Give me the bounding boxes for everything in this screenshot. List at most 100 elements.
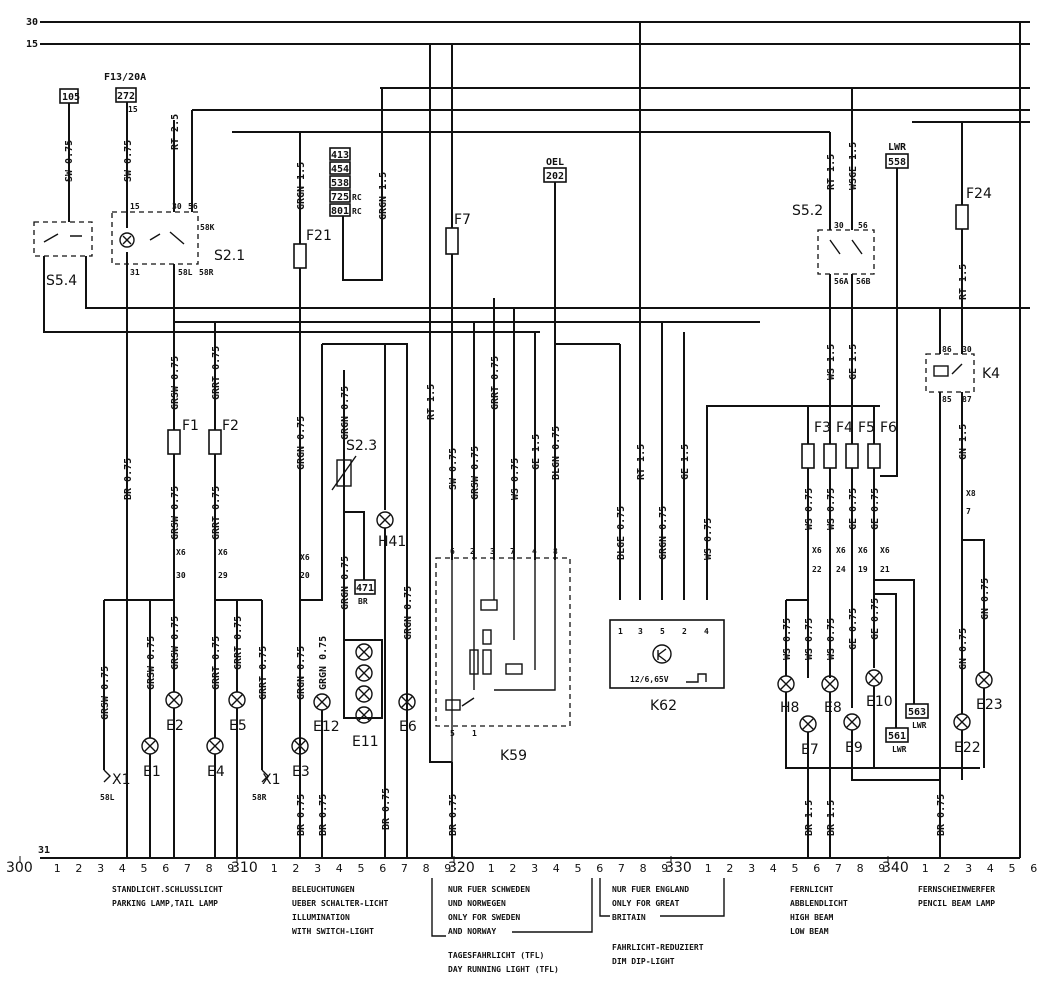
conn-22: 22 xyxy=(812,565,822,574)
wl-grsw075-d: GRSW 0.75 xyxy=(146,636,157,690)
wl-blgn075-a: BLGN 0.75 xyxy=(551,426,562,480)
lamp-e2 xyxy=(165,691,183,709)
scale-digit: 5 xyxy=(1009,862,1016,875)
k4-pin-87: 87 xyxy=(962,395,972,404)
wl-br075-e: BR 0.75 xyxy=(448,794,459,836)
fuse-f7 xyxy=(445,227,459,255)
lamp-e8-label: E8 xyxy=(824,700,842,716)
conn-30: 30 xyxy=(176,571,186,580)
scale-digit: 8 xyxy=(206,862,213,875)
conn-20: 20 xyxy=(300,571,310,580)
wl-ws075-c: WS 0.75 xyxy=(804,488,815,530)
svg-text:7: 7 xyxy=(510,547,515,556)
wl-ge15-c: GE 1.5 xyxy=(848,344,859,380)
scale-digit: 9 xyxy=(878,862,885,875)
svg-text:6: 6 xyxy=(450,547,455,556)
caption-tfl-de: TAGESFAHRLICHT (TFL) xyxy=(448,951,544,960)
lamp-h8 xyxy=(777,675,795,693)
lamp-e23 xyxy=(975,671,993,689)
lamp-e12-label: E12 xyxy=(313,719,340,735)
caption-uk-de: NUR FUER ENGLAND xyxy=(612,885,689,894)
lamp-h41 xyxy=(376,511,394,529)
s52-pin-56: 56 xyxy=(858,221,868,230)
s52-pin-56b: 56B xyxy=(856,277,871,286)
wl-rt15-a: RT 1.5 xyxy=(426,384,437,420)
scale-digit: 1 xyxy=(54,862,61,875)
scale-digit: 4 xyxy=(553,862,560,875)
lamp-e5 xyxy=(228,691,246,709)
wl-br075-c: BR 0.75 xyxy=(318,794,329,836)
relay-k4-box xyxy=(925,353,975,393)
svg-text:8: 8 xyxy=(553,547,558,556)
fuse-f1 xyxy=(167,429,181,455)
scale-digit: 1 xyxy=(922,862,929,875)
wl-br075-a: BR 0.75 xyxy=(123,458,134,500)
lamp-e1 xyxy=(141,737,159,755)
conn-21: 21 xyxy=(880,565,890,574)
conn-x1-b: X1 xyxy=(262,772,281,788)
wl-grgn075-d: GRGN 0.75 xyxy=(340,386,351,440)
scale-digit: 2 xyxy=(75,862,82,875)
switch-s21-lamp xyxy=(119,232,135,248)
caption-parking-de: STANDLICHT.SCHLUSSLICHT xyxy=(112,885,223,894)
lamp-e10-label: E10 xyxy=(866,694,893,710)
relay-k59-box xyxy=(435,557,571,727)
wire-s54-low xyxy=(85,256,1030,309)
fuse-f21 xyxy=(293,243,307,269)
svg-text:1: 1 xyxy=(618,627,623,636)
scale-digit: 7 xyxy=(618,862,625,875)
lamp-h41-label: H41 xyxy=(378,534,406,550)
x6-e: X6 xyxy=(836,546,846,555)
scale-digit: 9 xyxy=(444,862,451,875)
wl-grsw075-e: GRSW 0.75 xyxy=(170,616,181,670)
wl-ws075-e: WS 0.75 xyxy=(782,618,793,660)
conn-x1-a: X1 xyxy=(112,772,131,788)
fuse-f6-label: F6 xyxy=(880,420,897,436)
module-k62-spec: 12/6,65V xyxy=(630,675,669,684)
lamp-e6-label: E6 xyxy=(399,719,417,735)
svg-text:2: 2 xyxy=(470,547,475,556)
scale-major-320: 320 xyxy=(448,860,475,876)
ref-rc2: RC xyxy=(352,207,362,216)
ref-563: 563 xyxy=(908,707,926,718)
lamp-e7 xyxy=(799,715,817,733)
wl-br075-d: BR 0.75 xyxy=(381,788,392,830)
wl-grrt075-a: GRRT 0.75 xyxy=(211,346,222,400)
wl-grsw075-b: GRSW 0.75 xyxy=(170,486,181,540)
ref-538: 538 xyxy=(331,178,349,189)
lamp-e10 xyxy=(865,669,883,687)
wl-gn075-a: GN 0.75 xyxy=(958,628,969,670)
caption-illum-de2: UEBER SCHALTER-LICHT xyxy=(292,899,389,908)
k4-pin-85: 85 xyxy=(942,395,952,404)
svg-text:3: 3 xyxy=(638,627,643,636)
scale-major-330: 330 xyxy=(665,860,692,876)
svg-text:1: 1 xyxy=(472,729,477,738)
s21-pin-15: 15 xyxy=(130,202,140,211)
wl-grgn075-g: GRGN 0.75 xyxy=(658,506,669,560)
wire-s54-out xyxy=(43,256,540,333)
wl-grsw075-c: GRSW 0.75 xyxy=(100,666,111,720)
scale-digit: 5 xyxy=(792,862,799,875)
wl-sw075-c: SW 0.75 xyxy=(448,448,459,490)
wl-blge075-a: BLGE 0.75 xyxy=(616,506,627,560)
rail-31-label: 31 xyxy=(38,845,50,856)
caption-dimdip-de: FAHRLICHT-REDUZIERT xyxy=(612,943,704,952)
wl-grgn075-f: GRGN 0.75 xyxy=(403,586,414,640)
scale-digit: 8 xyxy=(640,862,647,875)
x1-58l: 58L xyxy=(100,793,115,802)
wl-grgn075-c: GRGN 0.75 xyxy=(296,646,307,700)
wl-rt15-d: RT 1.5 xyxy=(958,264,969,300)
ref-br: BR xyxy=(358,597,368,606)
caption-beam-en2: LOW BEAM xyxy=(790,927,829,936)
fuse-f24-label: F24 xyxy=(966,186,992,202)
wl-rt15-b: RT 1.5 xyxy=(636,444,647,480)
k4-pin-30: 30 xyxy=(962,345,972,354)
switch-s54-box xyxy=(33,221,93,257)
caption-illum-de: BELEUCHTUNGEN xyxy=(292,885,355,894)
wl-grgn075-a: GRGN 0.75 xyxy=(296,416,307,470)
x8: X8 xyxy=(966,489,976,498)
fuse-f4 xyxy=(823,443,837,469)
fuse-f7-label: F7 xyxy=(454,212,471,228)
ref-413: 413 xyxy=(331,150,349,161)
wl-grrt075-e: GRRT 0.75 xyxy=(258,646,269,700)
